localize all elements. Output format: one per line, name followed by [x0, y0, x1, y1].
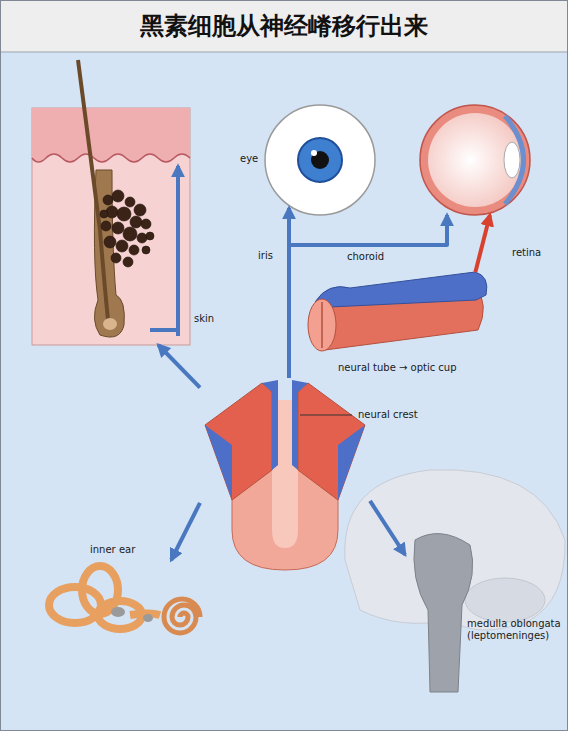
neural-crest-illustration: [205, 425, 232, 500]
part-label: neural crest: [358, 409, 418, 421]
inner-ear-illustration: [111, 607, 125, 617]
skin-illustration: [176, 166, 180, 336]
skin-illustration: [100, 210, 108, 218]
part-label: eye: [240, 153, 258, 165]
skin-illustration: [32, 60, 190, 345]
skin-illustration: [100, 190, 154, 267]
migration-arrow: [289, 215, 447, 378]
skin-illustration: [32, 108, 190, 162]
neural-crest-illustration: [262, 380, 278, 470]
skin-illustration: [78, 60, 108, 320]
part-label: skin: [194, 313, 214, 325]
eye-section-illustration: [420, 105, 530, 215]
skin-illustration: [129, 245, 139, 255]
skin-illustration: [101, 221, 111, 231]
medulla-node: medulla oblongata (leptomeninges): [405, 530, 475, 695]
background: [0, 0, 568, 52]
skin-illustration: [137, 233, 147, 243]
part-label: inner ear: [90, 544, 135, 556]
neural-crest-illustration: [205, 380, 365, 570]
skin-illustration: [125, 197, 135, 207]
part-label: medulla oblongata (leptomeninges): [467, 618, 561, 642]
skin-illustration: [32, 108, 190, 345]
skin-illustration: [32, 154, 190, 162]
neural-tube-illustration: [321, 302, 323, 348]
skin-illustration: [112, 190, 124, 202]
neural-crest-illustration: [300, 415, 352, 416]
title: 黑素细胞从神经嵴移行出来: [0, 0, 568, 52]
skin-node: skin: [32, 108, 190, 345]
skin-illustration: [112, 222, 124, 234]
skin-illustration: [134, 204, 146, 216]
inner-ear-illustration: [49, 587, 101, 623]
part-label: retina: [512, 247, 541, 259]
eye-illustration: [265, 105, 375, 215]
skin-illustration: [150, 328, 178, 332]
skin-illustration: [142, 246, 150, 254]
skin-illustration: [123, 257, 133, 267]
brain-illustration: [414, 534, 473, 692]
skin-illustration: [116, 240, 128, 252]
inner-ear-illustration: [143, 614, 153, 622]
eye-section-node: retina: [420, 105, 530, 215]
skin-illustration: [104, 236, 116, 248]
inner-ear-illustration: [49, 566, 200, 633]
migration-arrow: [158, 345, 200, 388]
neural-crest-node: neural crest: [200, 378, 370, 570]
migration-arrow: [370, 501, 405, 555]
skin-illustration: [130, 216, 142, 228]
optic-cup-node: neural tube → optic cup: [308, 272, 488, 358]
eye-section-illustration: [505, 116, 524, 204]
skin-illustration: [123, 227, 137, 241]
migration-arrow: [475, 215, 490, 272]
neural-crest-illustration: [298, 383, 365, 500]
eye-section-illustration: [420, 105, 530, 215]
eye-illustration: [311, 151, 329, 169]
eye-illustration: [311, 150, 317, 156]
neural-crest-illustration: [338, 425, 365, 500]
arrow-label: choroid: [345, 251, 386, 263]
skin-illustration: [103, 318, 117, 330]
brain-illustration: [345, 470, 565, 692]
eye-illustration: [298, 138, 342, 182]
neural-tube-illustration: [315, 272, 487, 307]
neural-crest-illustration: [205, 383, 272, 500]
skin-illustration: [94, 170, 124, 337]
background: [0, 52, 568, 53]
skin-illustration: [117, 207, 131, 221]
inner-ear-node: inner ear: [40, 560, 215, 655]
neural-tube-illustration: [308, 272, 487, 351]
neural-tube-illustration: [308, 299, 336, 351]
eye-illustration: [265, 105, 375, 215]
eye-section-illustration: [504, 142, 520, 178]
inner-ear-illustration: [130, 614, 160, 616]
skin-illustration: [146, 232, 154, 240]
inner-ear-illustration: [164, 599, 200, 633]
eye-section-illustration: [428, 113, 522, 207]
eye-node: eye: [262, 105, 378, 208]
part-label: neural tube → optic cup: [338, 362, 457, 374]
skin-illustration: [111, 253, 121, 263]
skin-illustration: [141, 219, 151, 229]
skin-illustration: [103, 195, 113, 205]
neural-crest-illustration: [292, 380, 308, 470]
migration-arrow: [171, 503, 200, 560]
brain-illustration: [465, 578, 545, 622]
arrow-label: iris: [256, 250, 275, 262]
